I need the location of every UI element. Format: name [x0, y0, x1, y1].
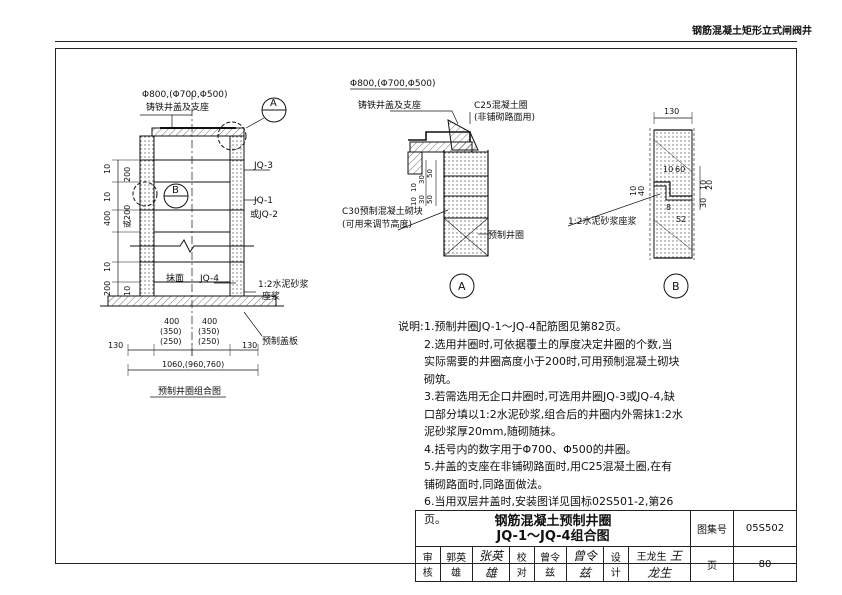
detail-b-dim-130: 130 [664, 107, 679, 116]
review-label: 审核 [415, 546, 441, 582]
detail-a-view [350, 88, 489, 299]
design-label: 设计 [602, 546, 629, 582]
note-item: 2.选用井圈时,可依据覆土的厚度决定井圈的个数,当实际需要的井圈高度小于200时… [424, 337, 680, 386]
header-rule [55, 41, 797, 42]
atlas-label: 图集号 [690, 510, 734, 547]
detail-b-id-circle [663, 273, 689, 299]
dim-10a: 10 [103, 164, 112, 174]
drawing-title: 钢筋混凝土预制井圈 JQ-1～JQ-4组合图 [415, 510, 691, 547]
check-signature: 曾令兹 [565, 546, 604, 582]
dim-400: 400 [103, 211, 112, 226]
half-width-4: 400 [202, 317, 217, 326]
detail-a-dim-3: 50 [426, 169, 434, 178]
note-item: 1.预制井圈JQ-1～JQ-4配筋图见第82页。 [424, 320, 627, 333]
review-signature: 张英雄 [471, 546, 510, 582]
dim-10b: 10 [103, 192, 112, 202]
detail-b-dim-8: 8 [666, 203, 671, 212]
half-width-6: (250) [198, 337, 220, 346]
detail-b-dim-40: 40 [637, 186, 646, 196]
page-value: 80 [733, 546, 797, 582]
dim-200a: 200 [123, 167, 132, 182]
review-name: 郭英雄 [439, 546, 473, 582]
detail-a-block-line1: C30预制混凝土砌块 [342, 205, 423, 217]
bottom-slab [107, 295, 277, 307]
detail-b-dim-30: 30 [699, 198, 708, 208]
note-item: 4.括号内的数字用于Φ700、Φ500的井圈。 [424, 442, 637, 456]
drawing-title-line1: 钢筋混凝土预制井圈 [494, 513, 612, 529]
cover-label-line1: Φ800,(Φ700,Φ500) [142, 90, 228, 100]
detail-a-cover-line1: Φ800,(Φ700,Φ500) [350, 79, 436, 89]
slab-label: 预制盖板 [262, 335, 298, 347]
notes-title: 说明: [398, 320, 424, 333]
title-block: 钢筋混凝土预制井圈 JQ-1～JQ-4组合图 图集号 05S502 审核 郭英雄… [415, 510, 797, 582]
detail-b-mortar: 1:2水泥砂浆座浆 [568, 215, 637, 227]
mortar-label-line2: 座浆 [262, 290, 280, 302]
page-label: 页 [690, 546, 734, 582]
detail-a-ring-line2: (非铺砌路面用) [474, 111, 535, 123]
note-item: 3.若需选用无企口井圈时,可选用井圈JQ-3或JQ-4,缺口部分填以1:2水泥砂… [424, 390, 683, 438]
detail-a-dim-5: 30 [418, 195, 426, 204]
detail-a-dim-4: 10 [410, 197, 418, 206]
detail-a-id-circle [449, 273, 475, 299]
side-130b: 130 [242, 341, 257, 350]
detail-a-dim-1: 10 [410, 183, 418, 192]
half-width-2: (350) [160, 327, 182, 336]
mortar-label-line1: 1:2水泥砂浆 [258, 278, 309, 290]
design-name: 王龙生 王龙生 [627, 546, 692, 582]
ring-jq4-label: JQ-4 [199, 274, 219, 284]
design-signature: 王龙生 [647, 549, 682, 580]
header-title: 钢筋混凝土矩形立式闸阀井 [692, 26, 812, 37]
detail-a-cover-line2: 铸铁井盖及支座 [358, 99, 421, 111]
detail-a-marker [217, 121, 247, 151]
detail-b-marker [132, 181, 158, 207]
assembly-labels: Φ800,(Φ700,Φ500) 铸铁井盖及支座 A B JQ-3 JQ-1 或… [103, 90, 309, 397]
detail-b-id: B [672, 280, 680, 293]
assembly-view [100, 92, 287, 398]
detail-a-id: A [458, 280, 466, 293]
notes: 说明: 1.预制井圈JQ-1～JQ-4配筋图见第82页。 2.选用井圈时,可依据… [398, 318, 683, 528]
detail-b-dim-60: 60 [675, 165, 685, 174]
check-name: 曾令兹 [533, 546, 567, 582]
detail-b-labels: 130 10 60 10 40 8 52 30 10 20 1:2水泥砂浆座浆 … [568, 107, 714, 293]
detail-a-block-line2: (可用来调节高度) [342, 218, 412, 230]
total-width: 1060,(960,760) [162, 360, 224, 369]
detail-b-dim-10b: 10 [629, 186, 638, 196]
assembly-caption: 预制井圈组合图 [158, 385, 221, 397]
detail-b-dim-20: 20 [705, 180, 714, 190]
detail-a-ring-line1: C25混凝土圈 [474, 99, 528, 111]
half-width-3: (250) [160, 337, 182, 346]
cover-frame [151, 127, 245, 137]
dim-or200: 或200 [122, 205, 132, 228]
drawing-title-line2: JQ-1～JQ-4组合图 [496, 528, 610, 544]
detail-b-dim-52: 52 [676, 215, 686, 224]
plaster-label: 抹面 [166, 272, 184, 284]
side-130a: 130 [108, 341, 123, 350]
ring-jq1-label: JQ-1 [253, 196, 273, 206]
detail-a-ref: A [270, 98, 277, 109]
detail-b-view [567, 112, 701, 299]
half-width-5: (350) [198, 327, 220, 336]
detail-a-well-ring: 预制井圈 [488, 229, 524, 241]
half-width-1: 400 [164, 317, 179, 326]
detail-a-dim-2: 30 [418, 175, 426, 184]
detail-a-dim-6: 50 [426, 195, 434, 204]
atlas-value: 05S502 [733, 510, 797, 547]
detail-a-labels: Φ800,(Φ700,Φ500) 铸铁井盖及支座 C25混凝土圈 (非铺砌路面用… [342, 79, 535, 293]
cover-label-line2: 铸铁井盖及支座 [146, 101, 209, 113]
dim-10d: 10 [123, 286, 132, 296]
note-item: 5.井盖的支座在非铺砌路面时,用C25混凝土圈,在有铺砌路面时,同路面做法。 [424, 460, 673, 491]
ring-jq2-label: 或JQ-2 [250, 208, 278, 220]
detail-b-dim-10: 10 [663, 165, 673, 174]
dim-200b: 200 [103, 281, 112, 296]
check-label: 校对 [508, 546, 535, 582]
detail-b-dim-10c: 10 [699, 180, 708, 190]
ring-jq3-label: JQ-3 [253, 161, 273, 171]
design-name-text: 王龙生 [636, 552, 667, 563]
detail-b-ref: B [172, 185, 179, 196]
dim-10c: 10 [103, 262, 112, 272]
